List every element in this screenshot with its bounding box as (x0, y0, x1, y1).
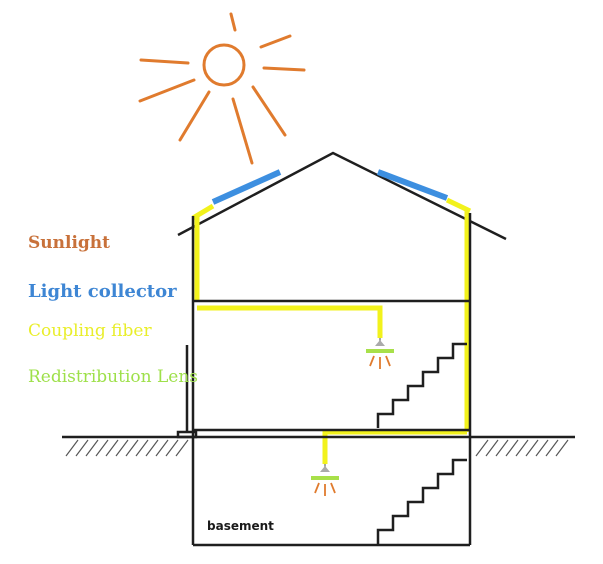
legend-redistribution-lens: Redistribution Lens (28, 367, 199, 387)
sun-ray (139, 58, 190, 65)
sun-ray (259, 34, 292, 49)
sun-disc (202, 43, 246, 87)
legend-sunlight: Sunlight (28, 233, 111, 253)
light-collector-left (211, 169, 282, 205)
sun-ray (251, 85, 287, 137)
roof (177, 151, 507, 241)
stairs-lower (376, 458, 467, 544)
house-structure (62, 213, 575, 547)
redistribution-lens-lower (311, 464, 339, 496)
sun-icon (138, 12, 306, 165)
basement-label: basement (207, 519, 274, 533)
light-collector-right (376, 169, 449, 201)
sun-ray (178, 90, 211, 142)
stairs-upper (376, 342, 467, 428)
redistribution-lens-upper (366, 338, 394, 369)
sun-ray (138, 78, 196, 103)
legend-light-collector: Light collector (28, 281, 177, 302)
sun-ray (229, 12, 237, 32)
sun-ray (231, 97, 254, 165)
legend-coupling-fiber: Coupling fiber (28, 321, 152, 341)
coupling-fiber (191, 197, 472, 464)
ground-hatch (65, 439, 569, 457)
sun-ray (262, 66, 306, 72)
